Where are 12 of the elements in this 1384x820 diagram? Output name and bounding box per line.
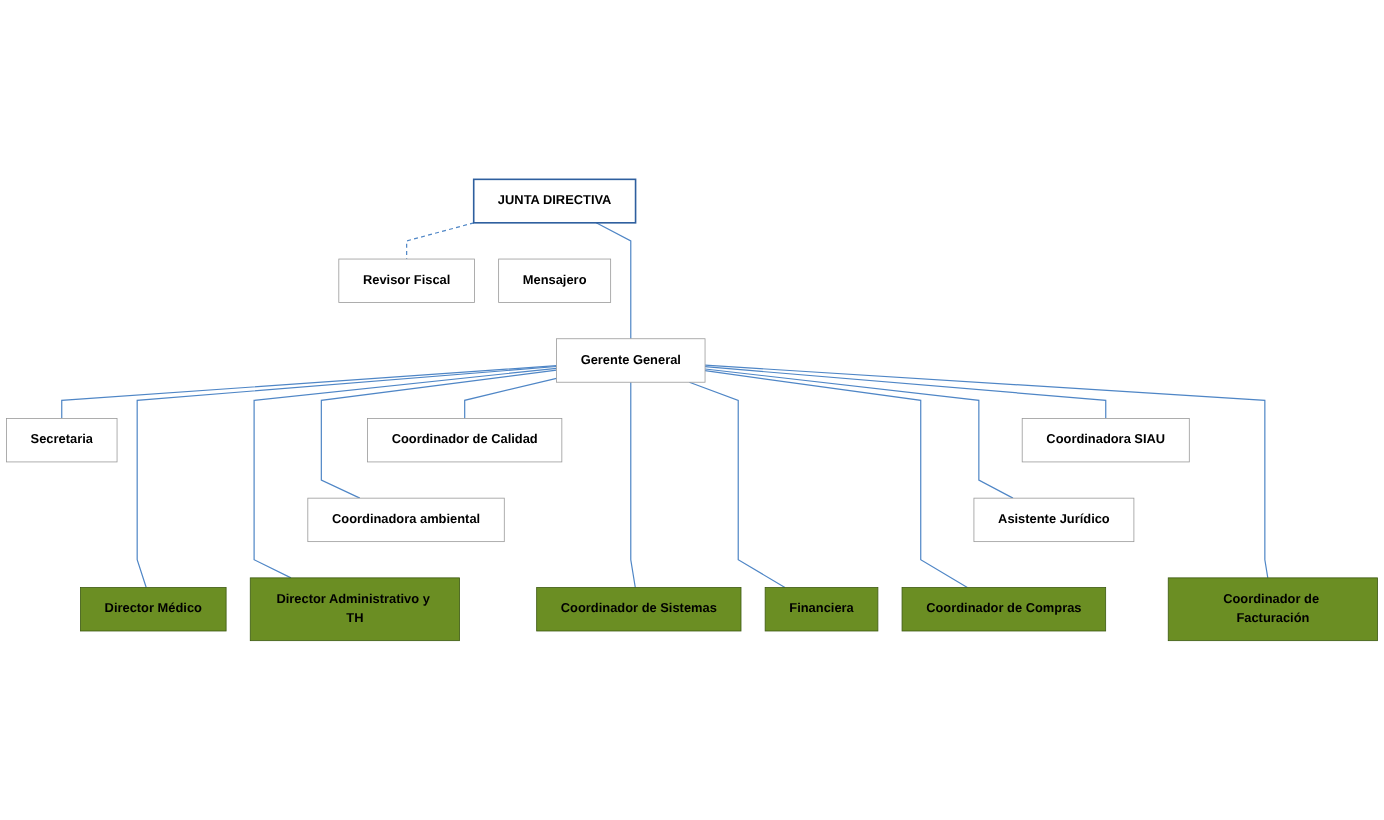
connector [688,381,786,589]
connector [704,368,1014,499]
connector [704,370,968,589]
connector [595,222,632,340]
connector [704,366,1107,420]
connector [464,377,558,420]
connector [320,369,558,499]
connector [253,367,558,579]
connector [61,365,558,420]
connector [136,365,558,589]
connector [630,381,636,589]
connector [704,364,1269,579]
